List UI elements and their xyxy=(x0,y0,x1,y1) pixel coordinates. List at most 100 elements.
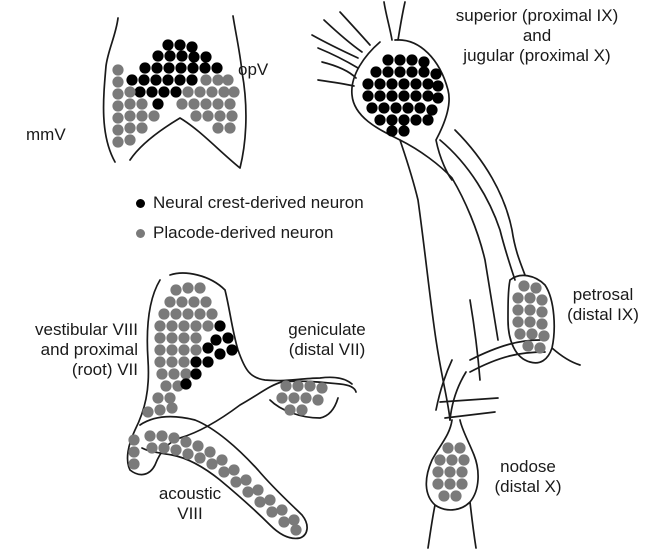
placode-neuron xyxy=(170,284,181,295)
neural-crest-neuron xyxy=(422,114,433,125)
placode-neuron xyxy=(154,356,165,367)
neural-crest-neuron xyxy=(430,68,441,79)
placode-neuron xyxy=(164,296,175,307)
neural-crest-neuron xyxy=(406,54,417,65)
placode-neuron xyxy=(112,88,123,99)
placode-neuron xyxy=(124,134,135,145)
neural-crest-neuron xyxy=(174,39,185,50)
placode-neuron xyxy=(252,484,263,495)
placode-neuron xyxy=(188,98,199,109)
placode-neuron xyxy=(240,474,251,485)
placode-neuron xyxy=(156,430,167,441)
label-nodose-line2: (distal X) xyxy=(478,477,578,497)
neural-crest-neuron xyxy=(139,62,150,73)
placode-neuron xyxy=(166,402,177,413)
neural-crest-neuron xyxy=(432,80,443,91)
neural-crest-neuron xyxy=(398,90,409,101)
neural-crest-neuron xyxy=(190,356,201,367)
placode-neuron xyxy=(170,308,181,319)
placode-neuron xyxy=(204,446,215,457)
neural-crest-neuron xyxy=(414,102,425,113)
neural-crest-neuron xyxy=(370,66,381,77)
placode-neuron xyxy=(180,368,191,379)
label-petrosal: petrosal (distal IX) xyxy=(558,285,648,325)
neural-crest-neuron xyxy=(226,344,237,355)
placode-neuron xyxy=(200,98,211,109)
placode-neuron xyxy=(182,282,193,293)
label-acoustic: acoustic VIII xyxy=(150,484,230,524)
placode-neuron xyxy=(194,452,205,463)
label-geniculate-line1: geniculate xyxy=(272,320,382,340)
neural-crest-neuron xyxy=(410,78,421,89)
placode-neuron xyxy=(202,110,213,121)
placode-neuron xyxy=(254,496,265,507)
neural-crest-neuron xyxy=(150,74,161,85)
neural-crest-neuron xyxy=(202,356,213,367)
placode-neuron xyxy=(288,514,299,525)
placode-neuron xyxy=(224,98,235,109)
placode-neuron xyxy=(224,122,235,133)
neural-crest-neuron xyxy=(146,86,157,97)
placode-neuron xyxy=(432,478,443,489)
label-petrosal-line1: petrosal xyxy=(558,285,648,305)
placode-neuron xyxy=(194,86,205,97)
placode-neuron xyxy=(192,440,203,451)
placode-neuron xyxy=(264,494,275,505)
label-superior-line1: superior (proximal IX) xyxy=(430,6,644,26)
placode-neuron xyxy=(156,368,167,379)
placode-neuron xyxy=(200,296,211,307)
placode-neuron xyxy=(312,394,323,405)
neural-crest-neuron xyxy=(175,62,186,73)
neural-crest-neuron xyxy=(406,66,417,77)
placode-neuron xyxy=(166,356,177,367)
label-superior-line2: and xyxy=(430,26,644,46)
placode-neuron xyxy=(144,430,155,441)
label-mmv: mmV xyxy=(26,125,66,145)
placode-neuron xyxy=(124,98,135,109)
placode-neuron xyxy=(438,490,449,501)
placode-neuron xyxy=(442,442,453,453)
neural-crest-neuron xyxy=(180,378,191,389)
legend-neural-crest: Neural crest-derived neuron xyxy=(136,193,364,213)
placode-neuron xyxy=(112,76,123,87)
placode-neuron xyxy=(206,86,217,97)
placode-neuron xyxy=(200,74,211,85)
placode-neuron xyxy=(538,330,549,341)
placode-neuron xyxy=(154,404,165,415)
placode-neuron xyxy=(176,296,187,307)
placode-neuron xyxy=(216,454,227,465)
placode-neuron xyxy=(450,490,461,501)
placode-neuron xyxy=(190,344,201,355)
neural-crest-neuron xyxy=(164,50,175,61)
label-opv: opV xyxy=(238,60,268,80)
placode-neuron xyxy=(178,332,189,343)
placode-neuron xyxy=(160,380,171,391)
label-nodose-line1: nodose xyxy=(478,457,578,477)
neural-crest-neuron xyxy=(176,50,187,61)
placode-neuron xyxy=(300,392,311,403)
placode-neuron xyxy=(446,454,457,465)
placode-neuron xyxy=(536,294,547,305)
placode-neuron xyxy=(206,308,217,319)
neural-crest-neuron xyxy=(362,78,373,89)
neural-crest-neuron xyxy=(158,86,169,97)
placode-neuron xyxy=(154,344,165,355)
placode-neuron xyxy=(434,454,445,465)
placode-neuron xyxy=(444,466,455,477)
placode-neuron xyxy=(188,296,199,307)
label-superior-line3: jugular (proximal X) xyxy=(430,46,644,66)
placode-neuron xyxy=(168,368,179,379)
placode-neuron xyxy=(280,380,291,391)
placode-neuron xyxy=(222,74,233,85)
nerve-branches xyxy=(436,340,545,420)
neural-crest-neuron xyxy=(394,66,405,77)
neural-crest-neuron xyxy=(170,86,181,97)
placode-neuron xyxy=(142,406,153,417)
placode-neuron xyxy=(170,444,181,455)
placode-neuron xyxy=(266,506,277,517)
label-vestibular: vestibular VIII and proximal (root) VII xyxy=(0,320,138,380)
placode-neuron xyxy=(112,64,123,75)
neural-crest-neuron xyxy=(222,332,233,343)
neural-crest-neuron xyxy=(214,348,225,359)
neural-crest-neuron xyxy=(152,50,163,61)
